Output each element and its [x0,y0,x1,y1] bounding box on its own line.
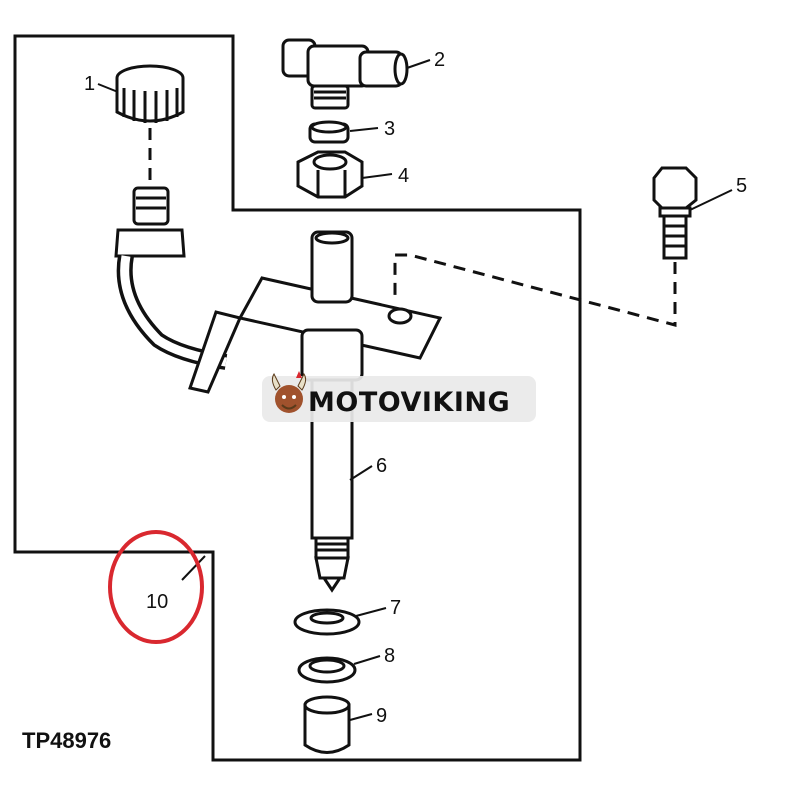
leader-9 [349,713,373,721]
part-8-seal [297,656,357,684]
callout-9: 9 [376,705,387,727]
callout-1: 1 [84,73,95,95]
callout-5: 5 [736,175,747,197]
leader-2 [406,59,431,69]
callout-8: 8 [384,645,395,667]
dashed-guide-5 [393,253,677,327]
leader-6 [349,465,373,481]
kit-boundary-outline [13,34,582,762]
clamp [188,276,443,394]
part-1-cap [115,64,185,123]
part-2-tee-fitting [281,38,409,110]
part-4-nut [296,150,364,199]
part-3-sleeve [308,120,350,144]
callout-3: 3 [384,118,395,140]
leader-4 [361,173,393,179]
part-7-washer [293,608,361,636]
figure-code: TP48976 [22,728,111,753]
callout-2: 2 [434,49,445,71]
leader-5 [689,189,733,211]
watermark: MOTOVIKING [262,371,536,422]
leader-3 [349,127,379,132]
callout-4: 4 [398,165,409,187]
callout-7: 7 [390,597,401,619]
viking-logo-icon [271,371,307,413]
watermark-text: MOTOVIKING [308,387,510,418]
part-9-sleeve [303,695,351,754]
leader-8 [353,655,381,665]
callout-10: 10 [146,591,168,613]
leader-1 [97,83,119,93]
highlight-circle-10 [108,530,204,644]
leader-10 [181,555,206,581]
leader-7 [355,607,387,617]
part-5-bolt [652,166,698,260]
callout-6: 6 [376,455,387,477]
